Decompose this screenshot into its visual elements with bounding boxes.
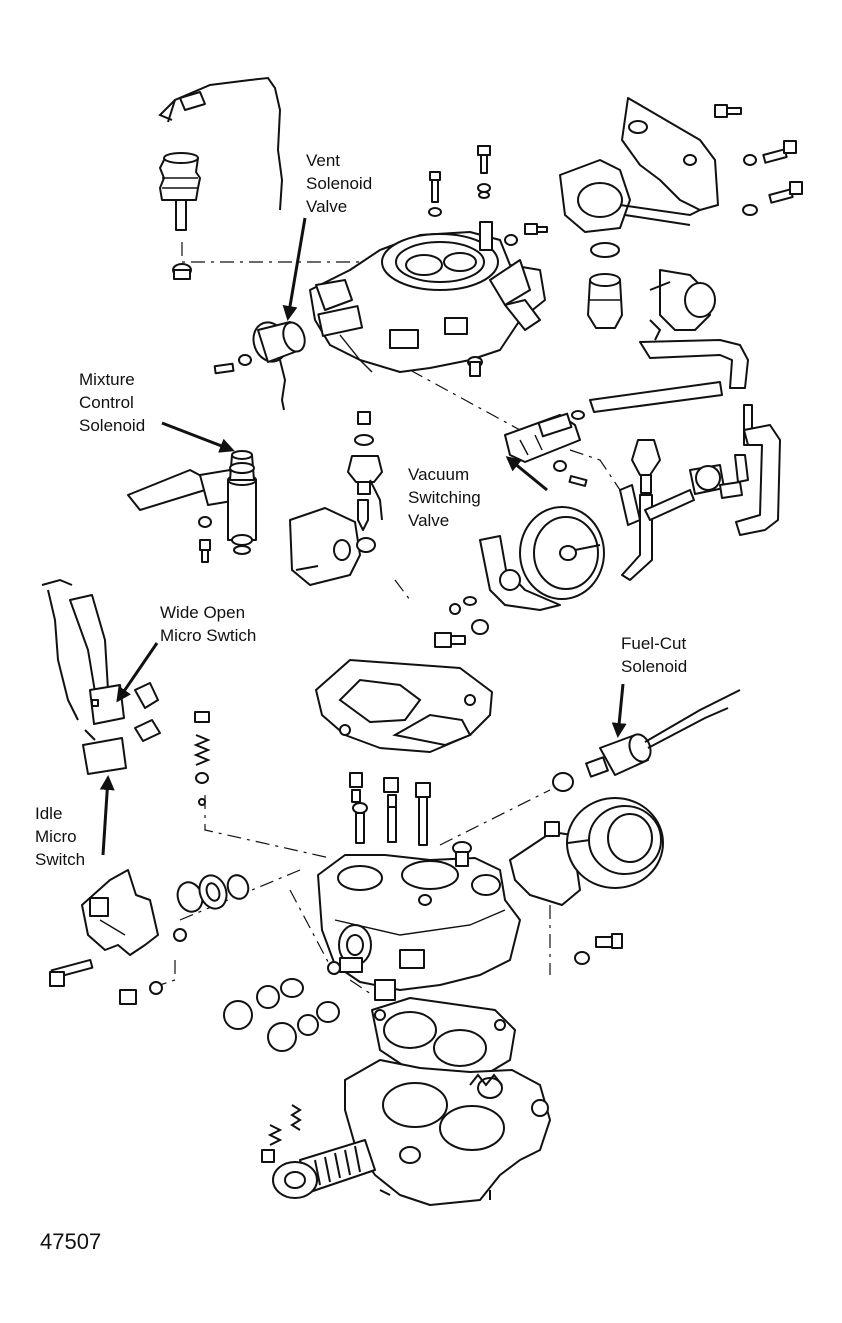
- label-wide-open-micro-switch: Wide Open Micro Swtich: [160, 603, 256, 645]
- micro-switch-assembly: [41, 578, 211, 806]
- vacuum-switching-valve-part: [504, 410, 588, 487]
- vacuum-diaphragm: [479, 506, 605, 611]
- label-vacuum-line-1: Vacuum: [408, 465, 469, 484]
- plugs-and-fittings: [223, 978, 340, 1052]
- label-mixture-line-1: Mixture: [79, 370, 135, 389]
- label-vacuum-line-3: Valve: [408, 511, 449, 530]
- throttle-bracket-rings: [176, 874, 250, 913]
- label-vacuum-switching-valve: Vacuum Switching Valve: [408, 465, 481, 530]
- accel-pump-housing: [509, 797, 664, 906]
- mixture-solenoid-screws: [198, 516, 212, 563]
- vent-solenoid-valve-part: [252, 321, 306, 411]
- throttle-body: [344, 1059, 551, 1206]
- vent-solenoid-screws: [213, 354, 252, 375]
- fuel-inlet-fitting: [587, 273, 623, 329]
- label-wide-open-line-2: Micro Swtich: [160, 626, 256, 645]
- throttle-lever-bracket: [81, 869, 187, 956]
- label-mixture-control-solenoid: Mixture Control Solenoid: [79, 370, 145, 435]
- air-horn-screws: [428, 145, 548, 377]
- label-idle-line-2: Micro: [35, 827, 77, 846]
- label-vent-line-1: Vent: [306, 151, 340, 170]
- throttle-bracket-screws: [49, 958, 163, 1005]
- diaphragm-screws: [434, 596, 489, 648]
- mixture-control-solenoid-part: [127, 450, 257, 555]
- small-nut-top-left: [172, 263, 192, 280]
- label-fuel-cut-line-1: Fuel-Cut: [621, 634, 686, 653]
- label-mixture-line-2: Control: [79, 393, 134, 412]
- label-vent-solenoid-valve: Vent Solenoid Valve: [306, 151, 372, 216]
- accel-pump-screws: [574, 933, 623, 965]
- label-wide-open-line-1: Wide Open: [160, 603, 245, 622]
- label-idle-line-3: Switch: [35, 850, 85, 869]
- label-idle-line-1: Idle: [35, 804, 62, 823]
- fuel-cut-solenoid-part: [552, 689, 741, 792]
- main-body: [317, 854, 521, 1001]
- linkage-rod: [158, 76, 284, 211]
- top-gasket: [315, 659, 493, 753]
- throttle-linkage-springs: [261, 1073, 503, 1199]
- air-horn: [309, 221, 546, 373]
- center-needle-assembly: [289, 411, 383, 586]
- main-jets: [349, 772, 472, 867]
- bracket-screws: [714, 104, 803, 216]
- label-fuel-cut-line-2: Solenoid: [621, 657, 687, 676]
- callout-arrows: [99, 217, 627, 856]
- label-vacuum-line-2: Switching: [408, 488, 481, 507]
- label-vent-line-3: Valve: [306, 197, 347, 216]
- label-idle-micro-switch: Idle Micro Switch: [35, 804, 85, 869]
- label-vent-line-2: Solenoid: [306, 174, 372, 193]
- label-mixture-line-3: Solenoid: [79, 416, 145, 435]
- pump-boot: [159, 152, 201, 231]
- bracket-assembly: [559, 97, 719, 258]
- hose-assembly-right: [589, 269, 781, 581]
- base-gasket: [371, 997, 516, 1081]
- label-fuel-cut-solenoid: Fuel-Cut Solenoid: [621, 634, 687, 676]
- figure-number: 47507: [40, 1229, 101, 1254]
